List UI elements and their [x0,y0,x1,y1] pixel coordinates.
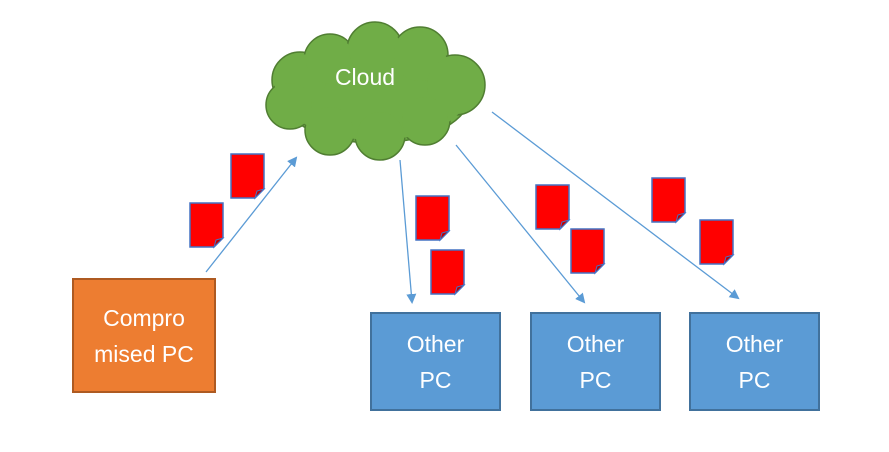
red-document-icon [430,249,466,296]
compromised-pc-box: Compro mised PC [72,278,216,393]
compromised-pc-label: Compro mised PC [94,304,194,367]
red-document-icon [415,195,451,242]
red-document-icon [651,177,687,224]
arrow-cloud-to-pc2 [455,144,586,304]
red-document-icon [230,153,266,200]
other-pc-label-3: Other PC [725,330,784,393]
arrow-cloud-to-pc3 [491,111,740,300]
other-pc-box-1: Other PC [370,312,501,411]
cloud-label: Cloud [334,64,396,90]
arrow-compromised-to-cloud [205,156,298,273]
red-document-icon [189,202,225,249]
other-pc-box-2: Other PC [530,312,661,411]
other-pc-label-2: Other PC [566,330,625,393]
other-pc-box-3: Other PC [689,312,820,411]
red-document-icon [570,228,606,275]
other-pc-label-1: Other PC [406,330,465,393]
red-document-icon [699,219,735,266]
arrow-cloud-to-pc1 [399,159,417,304]
red-document-icon [535,184,571,231]
cloud-shape [265,21,486,161]
